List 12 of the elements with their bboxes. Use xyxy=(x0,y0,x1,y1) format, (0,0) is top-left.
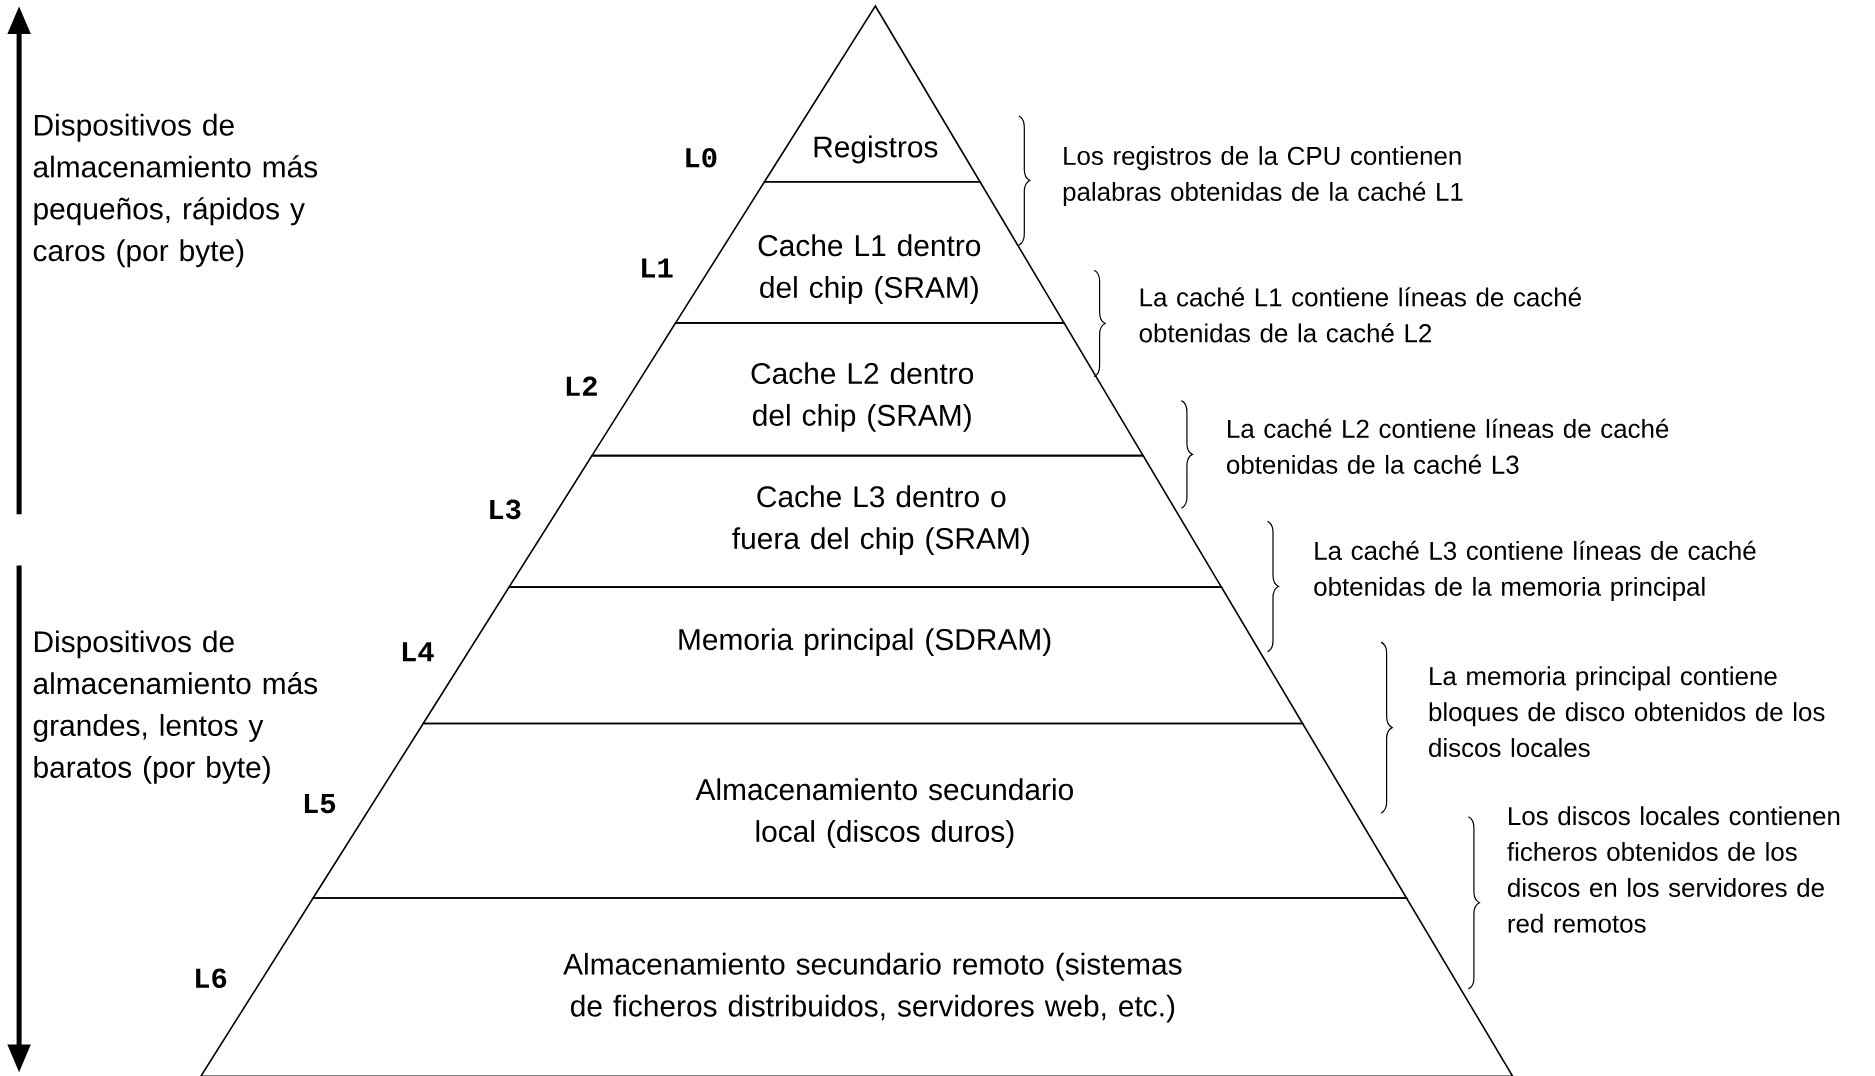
side-note: Dispositivos de almacenamiento más grandes, lentos y baratos (por byte) xyxy=(33,630,318,784)
level-label: L1 xyxy=(642,258,673,278)
level-label: L4 xyxy=(402,642,434,662)
annotation-text: La memoria principal contiene bloques de disco obtenidos de los discos locales xyxy=(1429,666,1825,758)
side-note: Dispositivos de almacenamiento más pequeños, rápidos y caros (por byte) xyxy=(33,113,318,268)
level-label: L6 xyxy=(196,968,227,988)
level-label: L5 xyxy=(304,793,336,814)
annotation-text: La caché L2 contiene líneas de caché obtenidas de la caché L3 xyxy=(1227,418,1669,474)
annotation-text: La caché L3 contiene líneas de caché obtenidas de la memoria principal xyxy=(1314,540,1756,601)
level-label: L0 xyxy=(686,148,717,168)
level-label: L3 xyxy=(490,499,521,520)
annotation-text: Los registros de la CPU contienen palabras obtenidas de la caché L1 xyxy=(1063,146,1463,207)
